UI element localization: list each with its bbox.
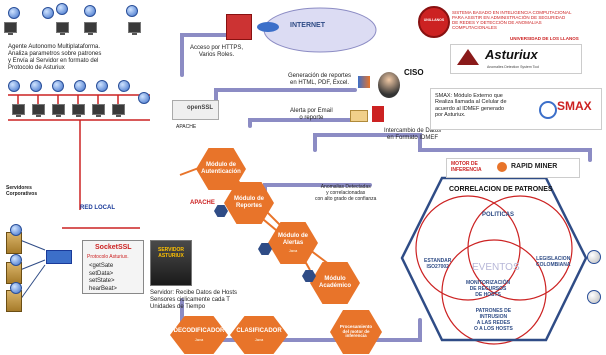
chart-icon xyxy=(358,76,370,88)
agent-ball-icon xyxy=(42,7,54,19)
apache-label: APACHE xyxy=(190,200,215,206)
workstation-icon xyxy=(128,22,141,35)
server-ball-icon xyxy=(10,254,22,266)
motor-label: MOTOR DE INFERENCIA xyxy=(451,161,482,173)
switch-icon xyxy=(46,250,72,264)
asturiux-tagline: Anomalies Detection System Tool xyxy=(487,65,540,69)
agent-ball-icon xyxy=(8,7,20,19)
red-local-label: RED LOCAL xyxy=(80,205,115,211)
reports-text: Generación de reportes en HTML, PDF, Exc… xyxy=(288,73,352,86)
db-icon xyxy=(258,243,272,255)
server-description: Servidor: Recibe Datos de Hosts Sensores… xyxy=(150,290,238,310)
asturiux-emblem-icon xyxy=(457,49,479,65)
socket-method: setData> xyxy=(89,270,114,277)
workstation-icon xyxy=(72,104,85,117)
alert-text: Alerta por Email o reporte xyxy=(290,108,333,121)
openssl-logo: openSSL xyxy=(172,100,219,120)
smax-box: SMAX: Módulo Externo que Realiza llamada… xyxy=(430,88,602,130)
server-ball-icon xyxy=(10,224,22,236)
socket-method: <getSate xyxy=(89,263,114,269)
workstation-icon xyxy=(92,104,105,117)
workstation-icon xyxy=(12,104,25,117)
correlacion-title: CORRELACION DE PATRONES xyxy=(449,186,553,193)
agent-ball-icon xyxy=(74,80,86,92)
server-monitor-icon: SERVIDOR ASTURIUX xyxy=(150,240,192,286)
smax-emblem-icon xyxy=(539,101,557,119)
node-ball-icon xyxy=(587,250,601,264)
agent-ball-icon xyxy=(138,92,150,104)
internet-label: INTERNET xyxy=(290,22,325,29)
module-alertas: Módulo de Alertas Java xyxy=(268,222,318,264)
monitorizacion-label: MONITORIZACIÓN DE RECURSOS DE HOSTS xyxy=(466,280,511,298)
rapidminer-label: RAPID MINER xyxy=(511,163,558,170)
db-icon xyxy=(302,270,316,282)
access-text: Acceso por HTTPS, Varios Roles. xyxy=(190,45,244,58)
ciso-person-icon xyxy=(378,72,400,98)
server-label: SERVIDOR ASTURIUX xyxy=(157,247,185,259)
motor-box: MOTOR DE INFERENCIA RAPID MINER xyxy=(446,158,580,178)
idmef-text: Intercambio de Datos en Formato IDMEF xyxy=(384,128,442,141)
workstation-icon xyxy=(52,104,65,117)
agent-ball-icon xyxy=(56,3,68,15)
eventos-label: EVENTOS xyxy=(472,262,520,273)
workstation-icon xyxy=(32,104,45,117)
agent-ball-icon xyxy=(96,80,108,92)
unillanos-logo: UNILLANOS xyxy=(418,6,450,38)
asturiux-name: Asturiux xyxy=(485,47,538,62)
workstation-icon xyxy=(56,22,69,35)
agent-ball-icon xyxy=(30,80,42,92)
smax-description: SMAX: Módulo Externo que Realiza llamada… xyxy=(435,93,507,118)
module-academico: Módulo Académico xyxy=(310,262,360,304)
politicas-label: POLITICAS xyxy=(482,212,515,218)
apache-small-label: APACHE xyxy=(176,124,197,130)
router-icon xyxy=(257,22,279,32)
firewall-icon xyxy=(226,14,252,40)
workstation-icon xyxy=(112,104,125,117)
socket-panel: SocketSSL Protocolo Asturiux. <getSate s… xyxy=(82,240,144,294)
node-ball-icon xyxy=(587,290,601,304)
server-ball-icon xyxy=(10,282,22,294)
socket-title: SocketSSL xyxy=(95,244,132,251)
pdf-icon xyxy=(372,106,384,122)
patrones-label: PATRONES DE INTRUSION A LAS REDES O A LO… xyxy=(474,308,513,332)
servers-label: Servidores Corporativos xyxy=(6,185,38,197)
workstation-icon xyxy=(84,22,97,35)
db-icon xyxy=(214,205,228,217)
ciso-label: CISO xyxy=(404,68,424,77)
email-icon xyxy=(350,110,368,122)
agent-ball-icon xyxy=(84,5,96,17)
estandar-label: ESTANDAR ISO27002 xyxy=(424,258,452,270)
agent-ball-icon xyxy=(8,80,20,92)
anomalias-text: Anomalias Detectadas y correlacionadas c… xyxy=(315,184,377,202)
socket-method: setState> xyxy=(89,278,115,284)
agent-ball-icon xyxy=(118,80,130,92)
university-name: UNIVERSIDAD DE LOS LLANOS xyxy=(510,36,579,41)
legislacion-label: LEGISLACION COLOMBIANA xyxy=(536,256,571,268)
agent-description: Agente Autonomo Multiplataforma. Analiza… xyxy=(8,44,102,71)
socket-method: hearBeat> xyxy=(89,285,117,292)
asturiux-logo-box: Asturiux Anomalies Detection System Tool xyxy=(450,44,582,74)
socket-protocol: Protocolo Asturiux. xyxy=(87,254,129,260)
openssl-label: openSSL xyxy=(187,105,214,111)
smax-logo: SMAX xyxy=(557,99,592,113)
university-description: SISTEMA BASADO EN INTELIGENCIA COMPUTACI… xyxy=(452,10,572,30)
agent-ball-icon xyxy=(52,80,64,92)
agent-ball-icon xyxy=(126,5,138,17)
module-decodificador: DECODIFICADOR Java xyxy=(170,316,228,354)
rapidminer-icon xyxy=(497,162,507,172)
workstation-icon xyxy=(4,22,17,35)
